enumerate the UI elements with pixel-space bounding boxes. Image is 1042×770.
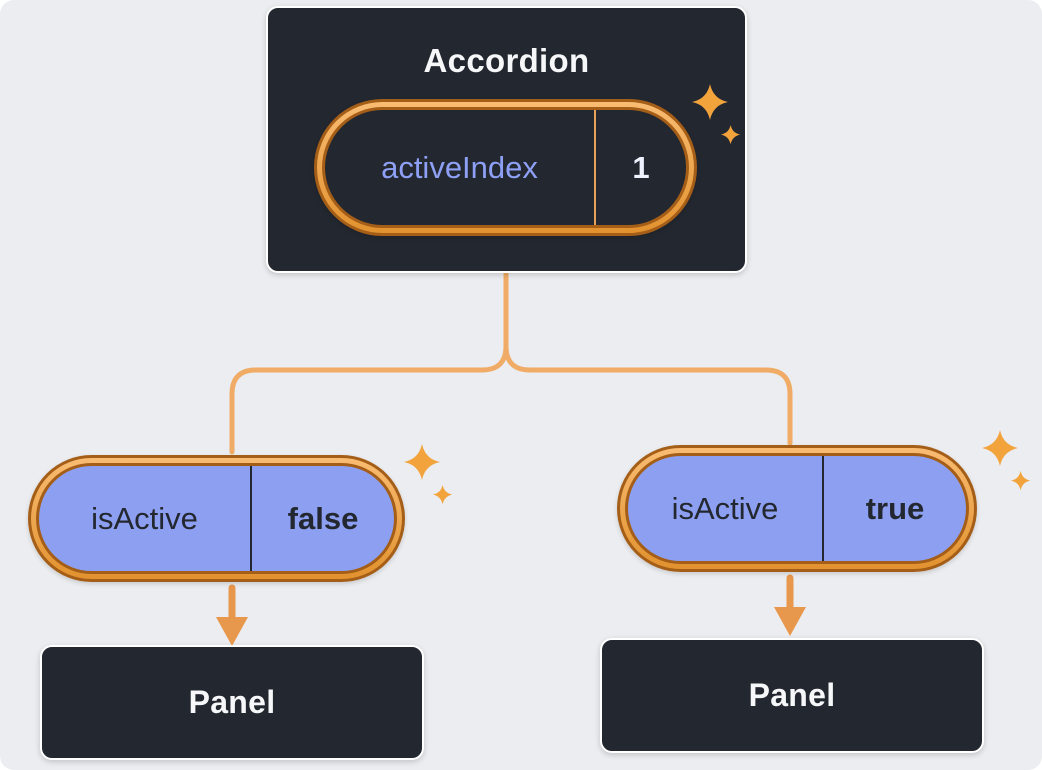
left-prop-value-label: false bbox=[287, 500, 359, 536]
left-panel-title: Panel bbox=[188, 684, 276, 720]
right-arrow-head-icon bbox=[774, 607, 806, 636]
state-name-label: activeIndex bbox=[381, 149, 538, 185]
state-pill: activeIndex 1 bbox=[314, 99, 697, 236]
pill-divider bbox=[822, 456, 824, 561]
pill-divider bbox=[594, 110, 596, 225]
sparkle-icon bbox=[982, 430, 1031, 491]
state-value-label: 1 bbox=[632, 149, 650, 185]
left-panel-card: Panel bbox=[40, 645, 424, 760]
accordion-title: Accordion bbox=[423, 42, 590, 79]
left-prop-pill-body: isActive false bbox=[36, 463, 397, 574]
right-prop-pill-body: isActive true bbox=[625, 453, 969, 564]
left-prop-name-label: isActive bbox=[91, 500, 198, 536]
left-prop-pill: isActive false bbox=[28, 455, 405, 582]
left-arrow-head-icon bbox=[216, 617, 248, 646]
right-prop-pill: isActive true bbox=[617, 445, 977, 572]
pill-divider bbox=[250, 466, 252, 571]
right-panel-card: Panel bbox=[600, 638, 984, 753]
sparkle-icon bbox=[404, 444, 453, 505]
right-prop-name-label: isActive bbox=[671, 490, 779, 526]
left-branch-line bbox=[229, 270, 509, 455]
accordion-component-card: Accordion activeIndex 1 bbox=[266, 6, 747, 273]
right-prop-value-label: true bbox=[865, 490, 925, 526]
right-branch-line bbox=[503, 343, 793, 446]
right-panel-title: Panel bbox=[748, 677, 836, 713]
state-pill-body: activeIndex 1 bbox=[322, 107, 689, 228]
